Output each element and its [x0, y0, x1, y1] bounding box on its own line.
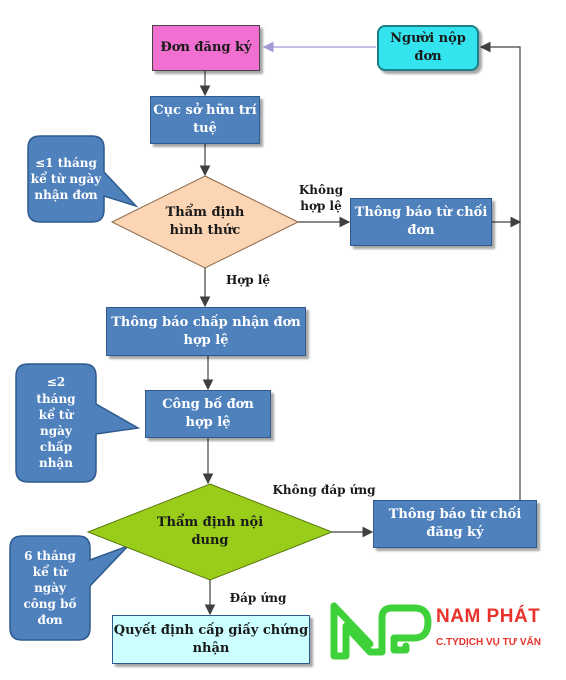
callout-bubble-3	[9, 535, 129, 641]
logo-name: NAM PHÁT	[436, 606, 541, 627]
callout-1-text: ≤1 tháng kể từ ngày nhận đơn	[30, 155, 102, 203]
node-thong-bao-tu-choi-dang-ky: Thông báo từ chối đăng ký	[373, 500, 537, 548]
node-nguoi-nop-don: Người nộp đơn	[377, 25, 479, 71]
logo-tagline: C.TYDỊCH VỤ TƯ VẤN	[436, 637, 541, 648]
callout-bubble-1	[27, 135, 139, 223]
edge-label-dap-ung: Đáp ứng	[229, 591, 287, 605]
callout-bubble-2	[15, 363, 141, 483]
node-cuc-so-huu-tri-tue: Cục sở hữu trí tuệ	[150, 96, 260, 144]
node-quyet-dinh-cap: Quyết định cấp giấy chứng nhận	[112, 615, 310, 664]
node-thong-bao-chap-nhan: Thông báo chấp nhận đơn hợp lệ	[106, 307, 306, 356]
callout-3-text: 6 tháng kể từ ngày công bố đơn	[23, 548, 77, 628]
decision-label-tham-dinh-noi-dung: Thẩm định nội dung	[156, 515, 264, 548]
node-cong-bo-don: Công bố đơn hợp lệ	[145, 390, 271, 438]
callout-2-text: ≤2 tháng kể từ ngày chấp nhận	[36, 375, 76, 471]
edge-label-hop-le: Hợp lệ	[225, 273, 271, 287]
edge-label-khong-dap-ung: Không đáp ứng	[272, 483, 376, 497]
decision-label-tham-dinh-hinh-thuc: Thẩm định hình thức	[165, 205, 245, 238]
edge-label-khong-hop-le: Không hợp lệ	[298, 183, 344, 213]
nam-phat-logo-icon	[330, 602, 432, 660]
node-thong-bao-tu-choi-don: Thông báo từ chối đơn	[350, 198, 492, 246]
node-don-dang-ky: Đơn đăng ký	[152, 25, 260, 71]
